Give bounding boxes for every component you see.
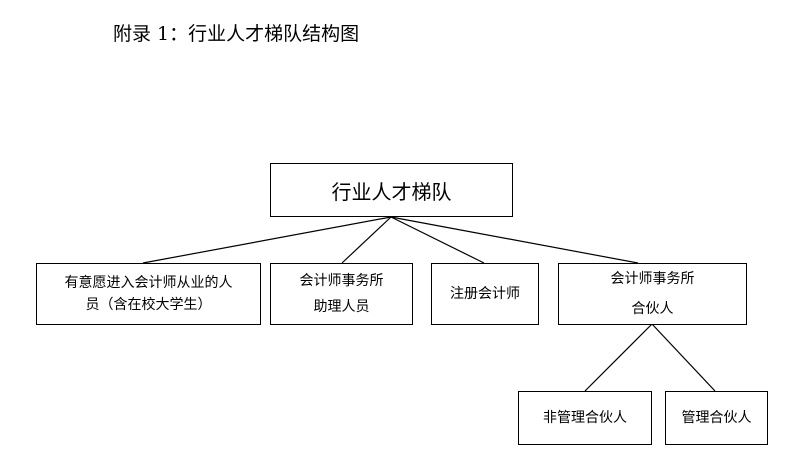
node-managing-partner: 管理合伙人 — [665, 391, 768, 445]
link-partner-nonmanaging — [584, 323, 653, 392]
node-cpa: 注册会计师 — [431, 263, 539, 325]
node-label-line: 注册会计师 — [450, 286, 520, 302]
node-aspiring-practitioners: 有意愿进入会计师从业的人 员（含在校大学生） — [36, 263, 261, 325]
node-firm-assistants: 会计师事务所 助理人员 — [270, 263, 413, 325]
node-label-line: 有意愿进入会计师从业的人 — [64, 275, 233, 291]
node-firm-partner: 会计师事务所 合伙人 — [558, 263, 747, 325]
root-node: 行业人才梯队 — [270, 163, 513, 217]
node-non-managing-partner: 非管理合伙人 — [518, 391, 652, 445]
page-title: 附录 1：行业人才梯队结构图 — [113, 23, 360, 45]
link-root-assistants — [341, 216, 392, 264]
node-label-line: 会计师事务所 — [610, 271, 695, 287]
link-root-aspirants — [142, 216, 392, 264]
node-label-line: 管理合伙人 — [681, 410, 752, 426]
root-node-label: 行业人才梯队 — [331, 179, 452, 204]
node-label-line: 非管理合伙人 — [543, 410, 627, 426]
link-partner-managing — [651, 323, 716, 392]
link-root-partner — [390, 216, 639, 264]
node-label-line: 员（含在校大学生） — [85, 297, 212, 313]
node-label-line: 会计师事务所 — [299, 273, 384, 289]
node-label-line: 合伙人 — [631, 301, 674, 317]
link-root-cpa — [390, 216, 485, 264]
node-label-line: 助理人员 — [313, 299, 370, 315]
